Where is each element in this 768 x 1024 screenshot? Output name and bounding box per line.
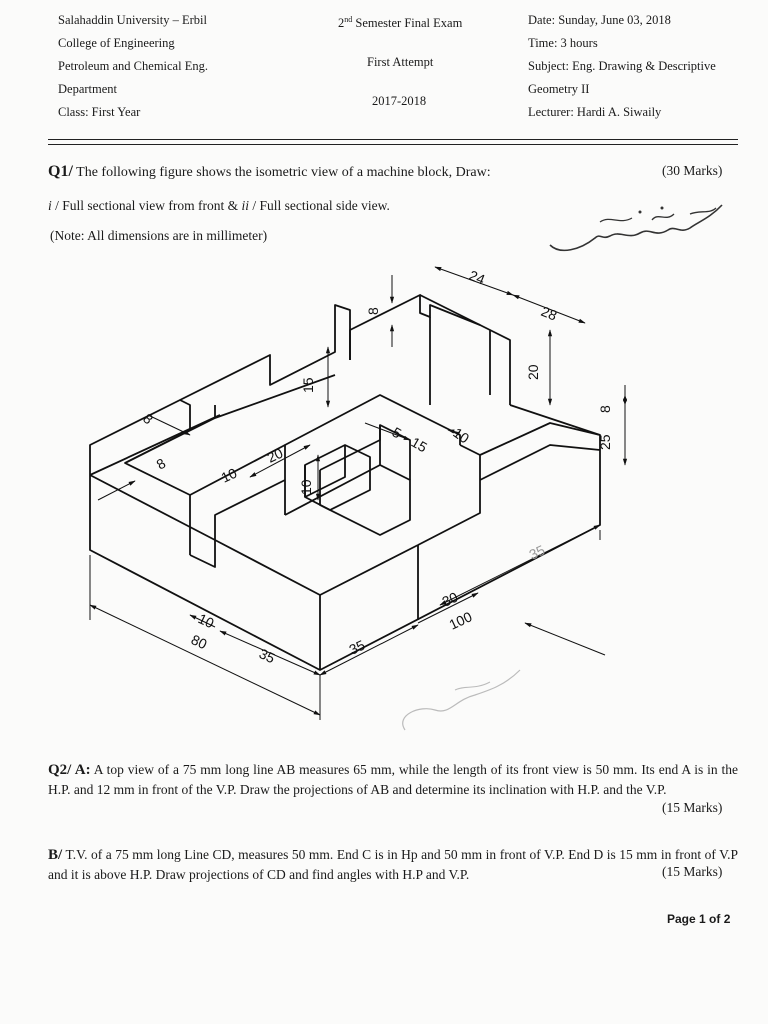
dim-35-b: 35 bbox=[347, 637, 368, 658]
dim-10-base: 10 bbox=[196, 610, 217, 631]
q1-tasks: i / Full sectional view from front & ii … bbox=[48, 196, 390, 215]
dim-10-a: 10 bbox=[219, 465, 240, 486]
dim-100: 100 bbox=[447, 608, 475, 632]
dim-20: 20 bbox=[525, 364, 541, 380]
q2a-paragraph: Q2/ A: A top view of a 75 mm long line A… bbox=[48, 760, 738, 799]
q2b-text: T.V. of a 75 mm long Line CD, measures 5… bbox=[48, 847, 738, 882]
q1-marks: (30 Marks) bbox=[662, 163, 723, 178]
header-dept-line2: Department bbox=[58, 82, 118, 96]
page-current: 1 bbox=[699, 912, 706, 926]
header-divider-1 bbox=[48, 139, 738, 140]
header-subject-cont: Geometry II bbox=[528, 82, 590, 96]
header-attempt: First Attempt bbox=[367, 55, 434, 69]
dim-15-inner: 15 bbox=[409, 434, 431, 456]
q1-heading: Q1/ The following figure shows the isome… bbox=[48, 162, 491, 182]
dim-35-a: 35 bbox=[257, 645, 278, 666]
dim-35-faint: 35 bbox=[527, 542, 548, 563]
q2a-marks: (15 Marks) bbox=[662, 800, 723, 815]
dim-5: 5 bbox=[390, 424, 405, 442]
isometric-machine-block: 24 28 8 20 8 25 15 8 8 20 10 5 15 10 10 … bbox=[89, 266, 628, 720]
dim-10-b: 10 bbox=[450, 424, 472, 446]
q1-note: (Note: All dimensions are in millimeter) bbox=[50, 228, 268, 243]
q2a-text: A top view of a 75 mm long line AB measu… bbox=[48, 762, 738, 797]
header-subject: Subject: Eng. Drawing & Descriptive bbox=[528, 59, 716, 73]
dim-24: 24 bbox=[467, 267, 488, 288]
q1-text: The following figure shows the isometric… bbox=[72, 165, 491, 180]
dim-8-left: 8 bbox=[140, 410, 156, 427]
header-year: 2017-2018 bbox=[372, 94, 427, 108]
semester-number: 2 bbox=[338, 16, 345, 31]
q2b-paragraph: B/ T.V. of a 75 mm long Line CD, measure… bbox=[48, 845, 738, 884]
header-class: Class: First Year bbox=[58, 105, 141, 119]
semester-text: Semester Final Exam bbox=[352, 16, 463, 31]
semester-suffix: nd bbox=[344, 15, 353, 24]
header-lecturer: Lecturer: Hardi A. Siwaily bbox=[528, 105, 662, 119]
q1-task-i: / Full sectional view from front & bbox=[51, 198, 242, 213]
dim-15: 15 bbox=[300, 377, 316, 393]
q1-task-i-label: i bbox=[48, 198, 52, 213]
q2a-label: Q2/ A: bbox=[48, 762, 91, 778]
dim-8-right: 8 bbox=[597, 405, 613, 413]
page-prefix: Page bbox=[667, 912, 700, 926]
q1-label: Q1/ bbox=[48, 163, 73, 180]
dim-8-top: 8 bbox=[365, 307, 381, 315]
header-right: Date: Sunday, June 03, 2018 Time: 3 hour… bbox=[528, 13, 716, 128]
q2b-label: B/ bbox=[48, 847, 63, 863]
header-left: Salahaddin University – Erbil College of… bbox=[58, 13, 208, 128]
header-date: Date: Sunday, June 03, 2018 bbox=[528, 13, 671, 27]
header-time: Time: 3 hours bbox=[528, 36, 598, 50]
page-of: of bbox=[705, 912, 724, 926]
header-university: Salahaddin University – Erbil bbox=[58, 13, 207, 27]
header-college: College of Engineering bbox=[58, 36, 175, 50]
q2b-marks: (15 Marks) bbox=[662, 864, 723, 879]
dim-80: 80 bbox=[189, 631, 210, 652]
q1-task-ii-label: ii bbox=[241, 198, 249, 213]
dim-10-hole: 10 bbox=[298, 479, 314, 495]
dim-25: 25 bbox=[597, 434, 613, 450]
dim-30: 30 bbox=[440, 589, 461, 610]
header-divider-2 bbox=[48, 144, 738, 145]
pencil-scribble bbox=[402, 669, 521, 731]
handwritten-signature bbox=[549, 204, 723, 252]
dim-20-inner: 20 bbox=[265, 445, 286, 466]
header-dept-line1: Petroleum and Chemical Eng. bbox=[58, 59, 208, 73]
page-number: Page 1 of 2 bbox=[667, 912, 730, 926]
dim-8-inner: 8 bbox=[154, 455, 169, 473]
dim-28: 28 bbox=[539, 303, 560, 324]
page-total: 2 bbox=[723, 912, 731, 926]
header-semester: 2nd Semester Final Exam bbox=[338, 13, 462, 30]
q1-task-ii: / Full sectional side view. bbox=[249, 198, 390, 213]
